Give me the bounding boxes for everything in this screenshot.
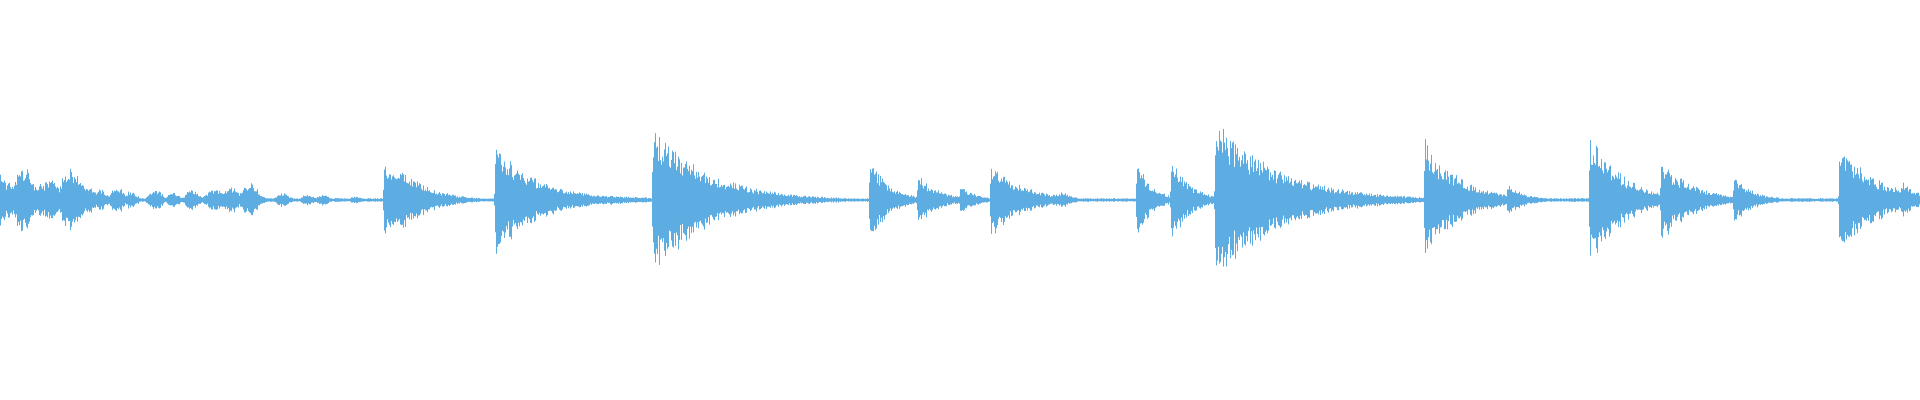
waveform-path [0, 128, 1920, 267]
waveform-samples [0, 128, 1920, 267]
